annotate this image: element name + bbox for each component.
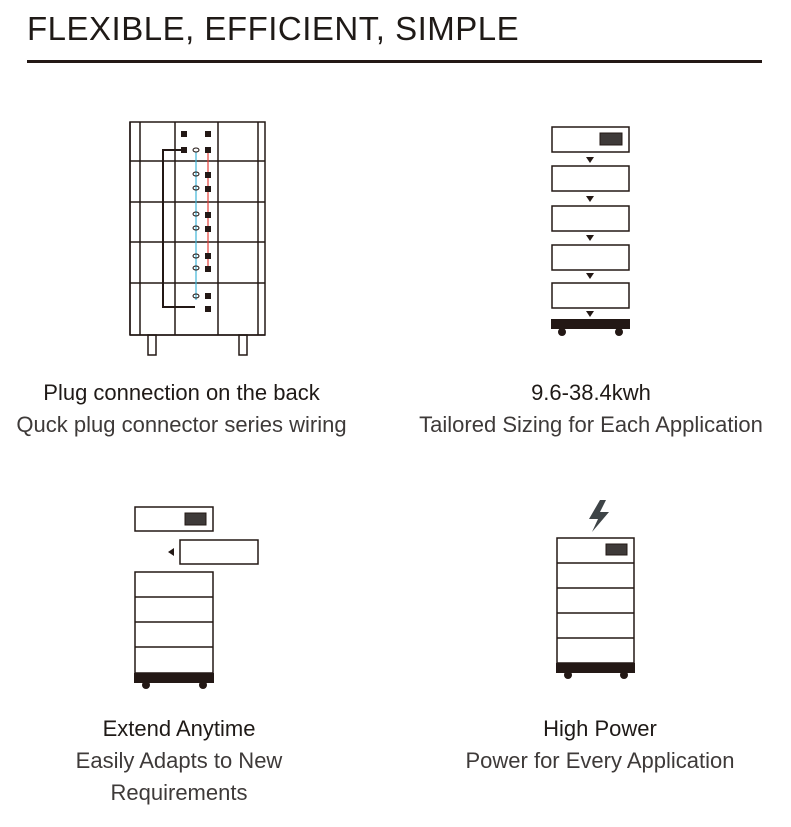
feature-title: Extend Anytime — [102, 716, 256, 741]
feature-subtitle: Easily Adapts to New Requirements — [75, 748, 283, 805]
feature-plug-connection: Plug connection on the back Quck plug co… — [0, 377, 363, 441]
feature-title: High Power — [543, 716, 657, 741]
title-divider — [27, 60, 762, 63]
feature-subtitle: Quck plug connector series wiring — [16, 412, 347, 437]
feature-title: 9.6-38.4kwh — [531, 380, 651, 405]
feature-capacity: 9.6-38.4kwh Tailored Sizing for Each App… — [400, 377, 782, 441]
feature-subtitle: Power for Every Application — [465, 748, 735, 773]
page-title: FLEXIBLE, EFFICIENT, SIMPLE — [27, 10, 520, 47]
feature-high-power: High Power Power for Every Application — [440, 713, 760, 777]
feature-title: Plug connection on the back — [43, 380, 320, 405]
feature-extend: Extend Anytime Easily Adapts to New Requ… — [50, 713, 308, 809]
feature-subtitle: Tailored Sizing for Each Application — [419, 412, 763, 437]
